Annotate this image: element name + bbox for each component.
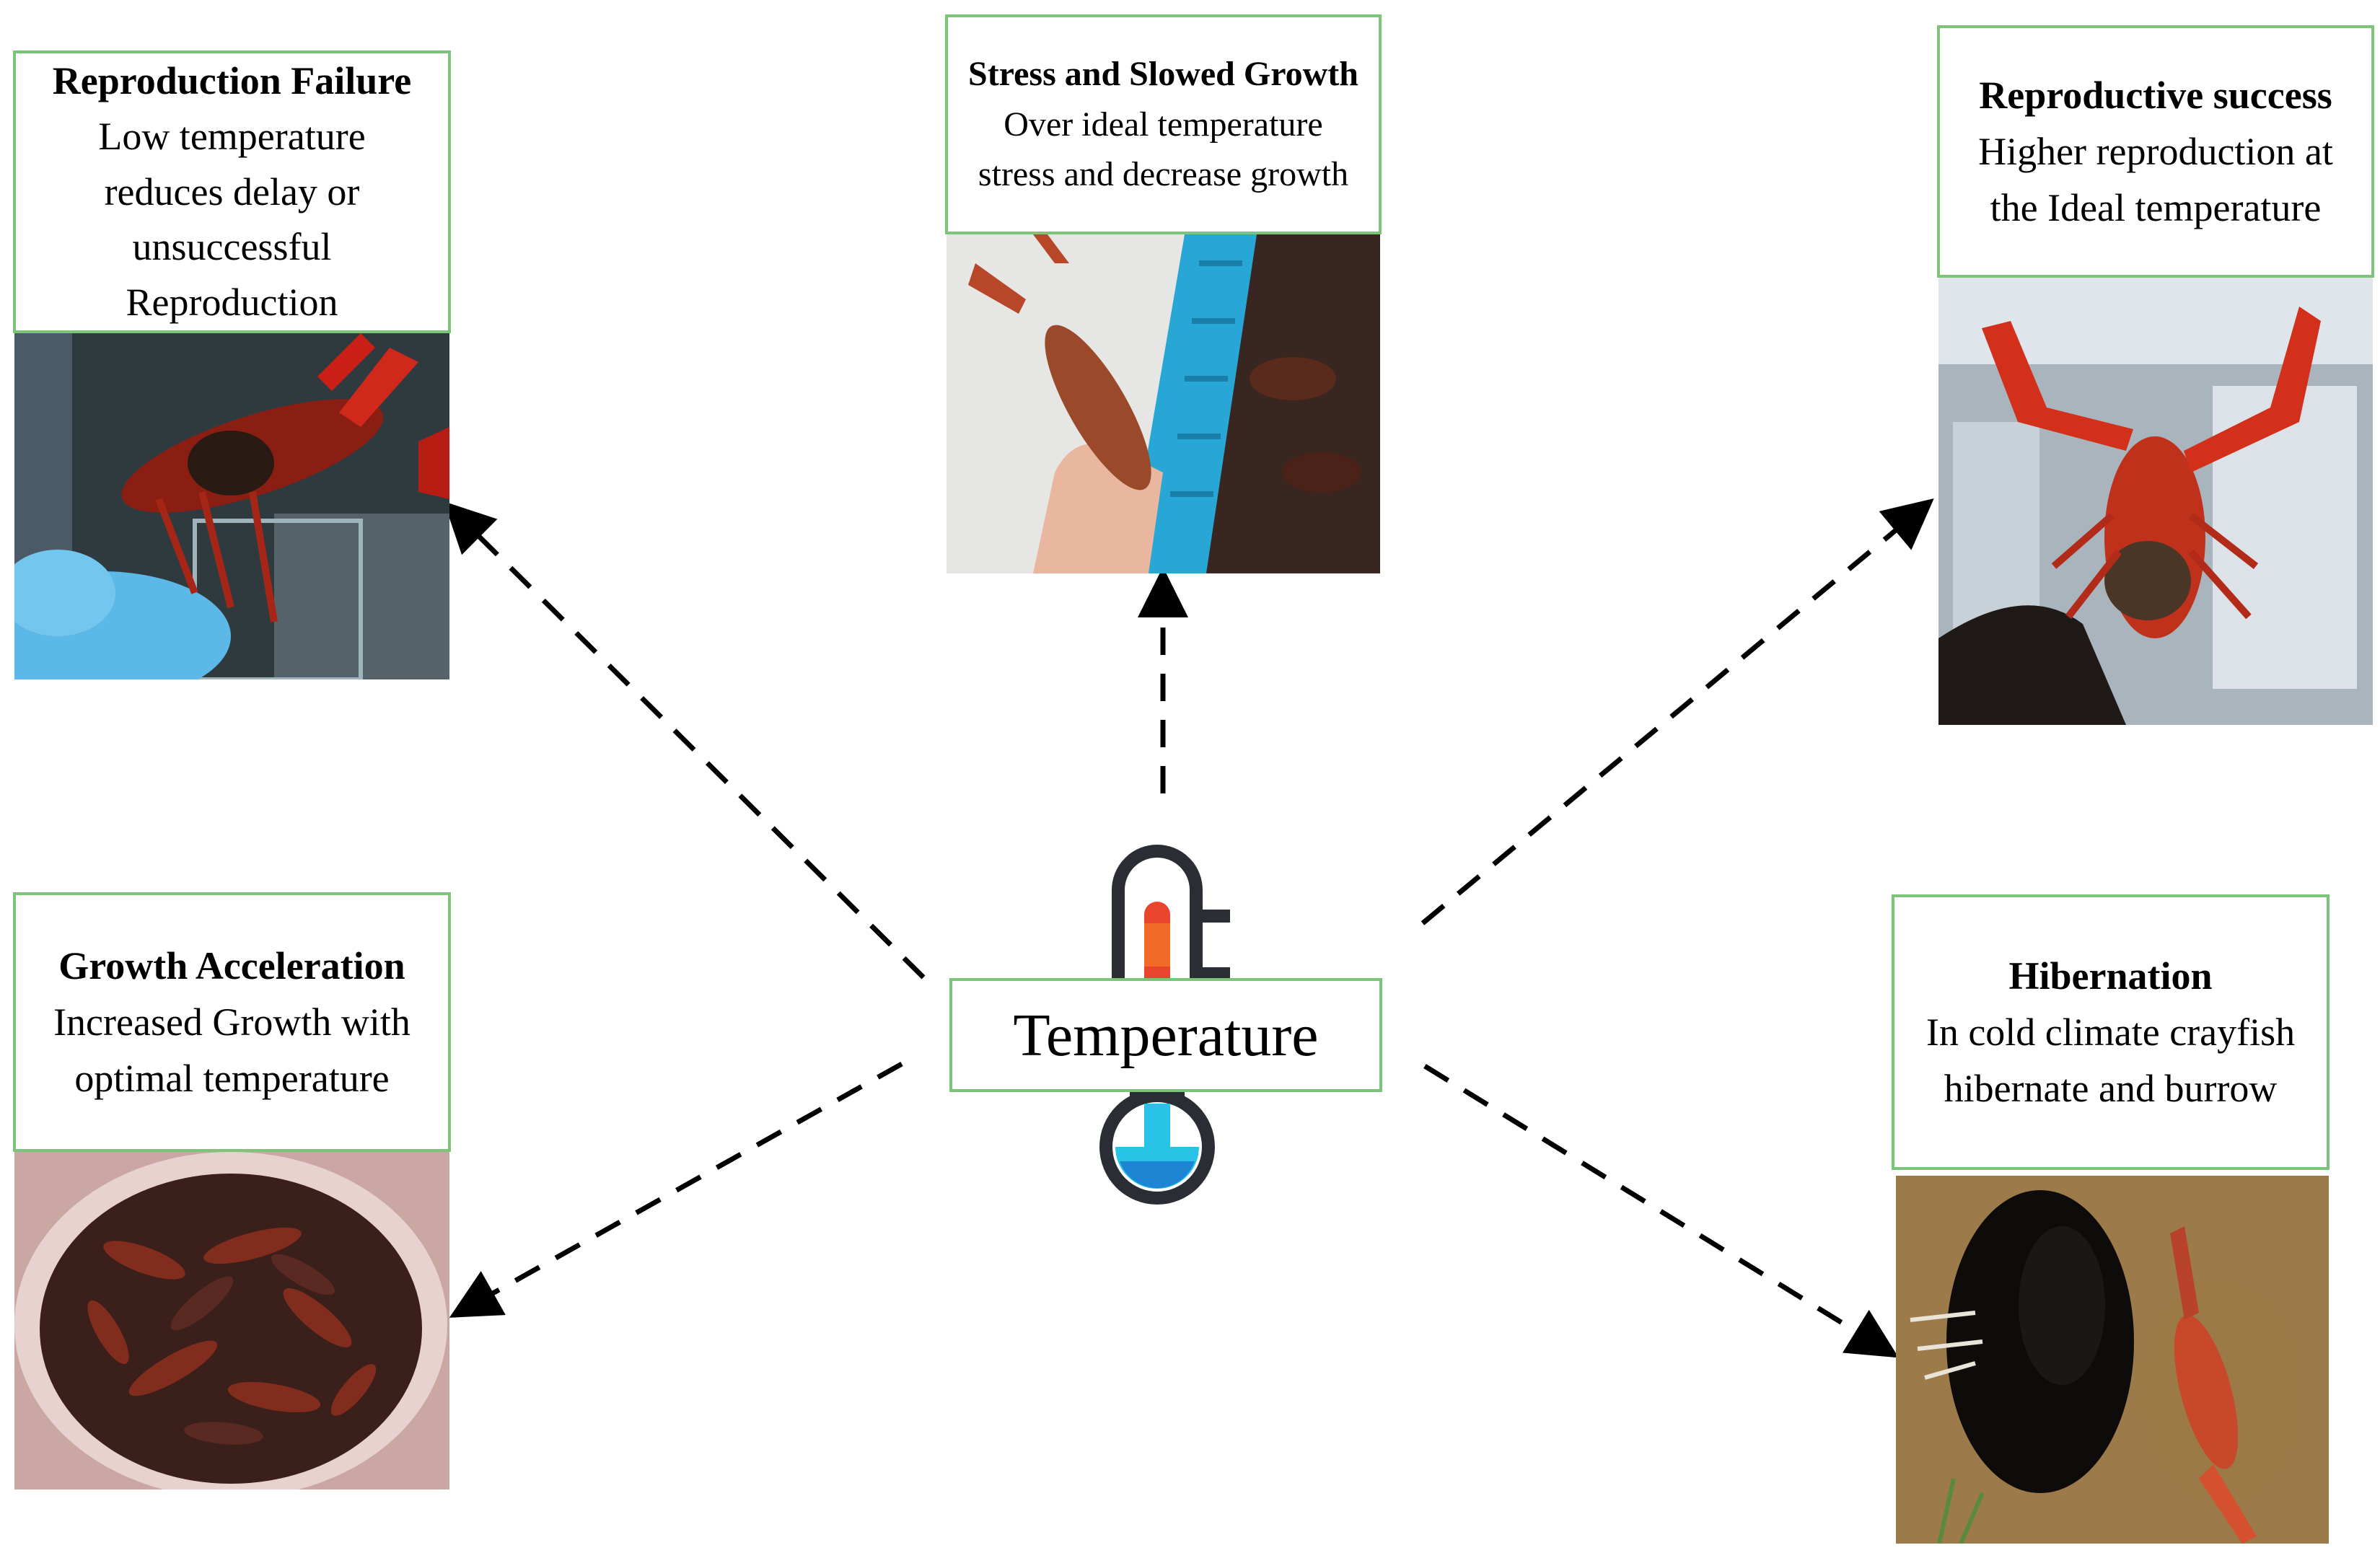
reproductive-success-line-1: Higher reproduction at — [1978, 129, 2333, 173]
reproductive-success-line-2: the Ideal temperature — [1990, 186, 2322, 230]
arrow-to-hibernation — [1423, 1064, 1899, 1358]
reproductive-success-title: Reproductive success — [1979, 73, 2332, 117]
hibernation-photo — [1896, 1176, 2329, 1544]
stress-growth-line-1: Over ideal temperature — [1004, 105, 1323, 144]
hibernation-box: Hibernation In cold climate crayfish hib… — [1892, 894, 2329, 1170]
temperature-label-box: Temperature — [949, 978, 1382, 1092]
growth-acceleration-line-2: optimal temperature — [74, 1057, 390, 1101]
growth-acceleration-photo — [14, 1152, 449, 1489]
reproduction-failure-line-4: Reproduction — [126, 281, 338, 325]
growth-acceleration-box: Growth Acceleration Increased Growth wit… — [13, 892, 451, 1152]
stress-growth-photo — [947, 234, 1380, 573]
temperature-label: Temperature — [1013, 1001, 1319, 1069]
arrow-to-reproductive-success — [1420, 498, 1934, 925]
hibernation-title: Hibernation — [2008, 954, 2213, 998]
arrow-to-growth-acceleration — [449, 1061, 903, 1318]
arrow-to-reproduction-failure — [444, 501, 926, 980]
growth-acceleration-title: Growth Acceleration — [58, 943, 405, 987]
stress-growth-title: Stress and Slowed Growth — [968, 55, 1358, 94]
reproduction-failure-box: Reproduction Failure Low temperature red… — [13, 50, 451, 333]
reproduction-failure-photo — [14, 333, 449, 679]
stress-growth-box: Stress and Slowed Growth Over ideal temp… — [945, 14, 1382, 234]
reproduction-failure-line-1: Low temperature — [98, 115, 366, 158]
reproductive-success-box: Reproductive success Higher reproduction… — [1937, 25, 2374, 278]
reproduction-failure-line-3: unsuccessful — [132, 225, 332, 269]
hibernation-line-2: hibernate and burrow — [1944, 1067, 2278, 1111]
reproduction-failure-title: Reproduction Failure — [52, 59, 412, 103]
reproduction-failure-line-2: reduces delay or — [104, 170, 360, 214]
reproductive-success-photo — [1938, 278, 2373, 725]
stress-growth-line-2: stress and decrease growth — [978, 155, 1349, 194]
growth-acceleration-line-1: Increased Growth with — [53, 1000, 410, 1044]
hibernation-line-1: In cold climate crayfish — [1925, 1010, 2296, 1054]
